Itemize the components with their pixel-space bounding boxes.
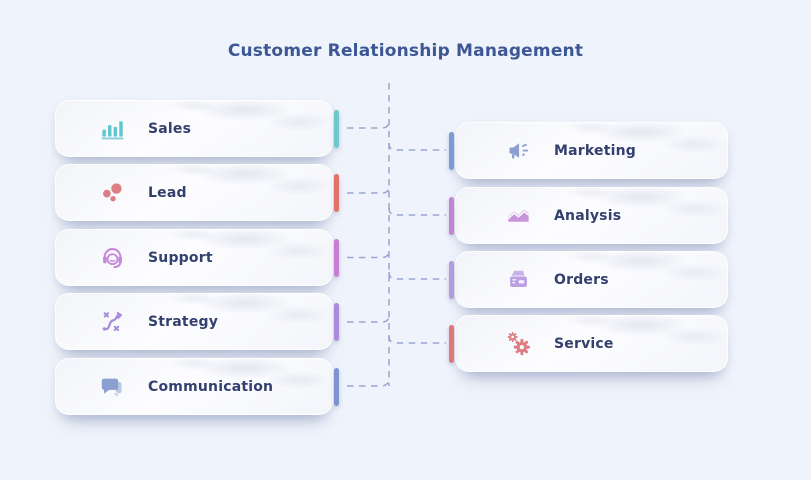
card-label: Communication (148, 378, 274, 395)
card-label: Sales (148, 120, 192, 137)
gears-icon (504, 330, 532, 358)
connector-orders (388, 271, 446, 280)
card-label: Analysis (554, 207, 622, 224)
card-label: Support (148, 249, 213, 266)
dots-cluster-icon (98, 179, 126, 207)
bar-chart-icon (98, 115, 126, 143)
connector-analysis (388, 207, 446, 216)
accent-bar (334, 238, 339, 277)
card-sales: Sales (55, 100, 339, 157)
chat-bubbles-icon (98, 373, 126, 401)
card-marketing: Marketing (449, 122, 728, 179)
megaphone-icon (504, 137, 532, 165)
accent-bar (334, 302, 339, 341)
headset-agent-icon (98, 244, 126, 272)
accent-bar (449, 131, 454, 170)
connector-marketing (388, 142, 446, 151)
connector-strategy (347, 314, 390, 323)
card-label: Service (554, 335, 614, 352)
accent-bar (334, 109, 339, 148)
connector-service (388, 335, 446, 344)
connector-support (347, 249, 390, 259)
connector-lead (347, 185, 390, 194)
accent-bar (449, 324, 454, 363)
card-strategy: Strategy (55, 293, 339, 350)
card-label: Orders (554, 271, 609, 288)
page-title: Customer Relationship Management (227, 41, 584, 61)
accent-bar (449, 196, 454, 235)
card-label: Strategy (148, 313, 219, 330)
area-chart-icon (504, 202, 532, 230)
connector-sales (347, 120, 390, 129)
connector-communication (347, 377, 390, 387)
card-communication: Communication (55, 358, 339, 415)
card-analysis: Analysis (449, 187, 728, 244)
accent-bar (334, 367, 339, 406)
card-orders: Orders (449, 251, 728, 308)
receipt-printer-icon (504, 266, 532, 294)
card-support: Support (55, 229, 339, 286)
card-label: Marketing (554, 142, 636, 159)
route-strategy-icon (98, 308, 126, 336)
card-label: Lead (148, 184, 187, 201)
accent-bar (334, 173, 339, 212)
card-lead: Lead (55, 164, 339, 221)
accent-bar (449, 260, 454, 299)
card-service: Service (449, 315, 728, 372)
